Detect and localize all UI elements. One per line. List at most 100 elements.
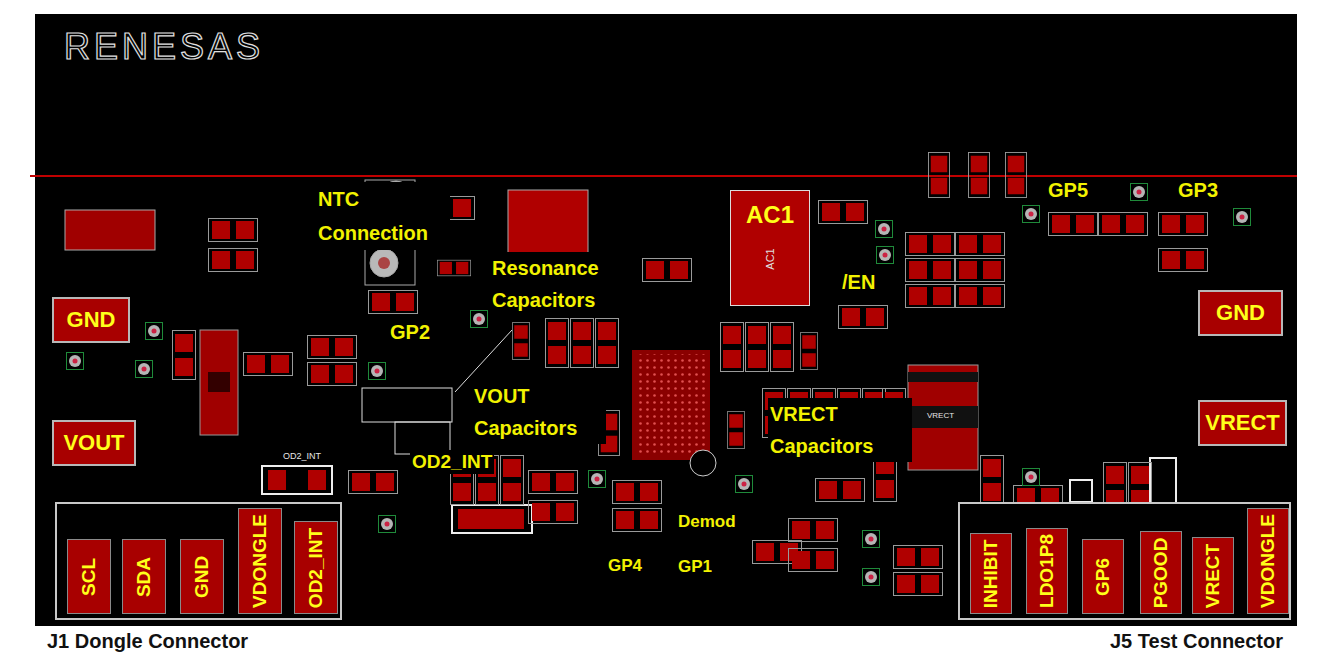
test-connector: J5 Test ConnectorINHIBITLDO1P8GP6PGOODVR…: [958, 502, 1291, 620]
connector-pin: SCL: [67, 539, 111, 614]
pad-pair: [906, 233, 955, 256]
pad-pair: [596, 319, 619, 368]
pad-pair: [721, 323, 744, 372]
via: [589, 471, 606, 488]
pad-pair: [1049, 213, 1098, 236]
board: [35, 14, 1297, 626]
signal-label: OD2_INT: [410, 450, 494, 474]
logo-text: RENESAS: [62, 24, 266, 69]
pad-pair: [173, 331, 196, 380]
outline: [1070, 480, 1092, 502]
pad-label: GND: [1216, 300, 1265, 326]
pad-pair: [613, 509, 662, 532]
connector-pin: LDO1P8: [1026, 528, 1068, 614]
gnd-pad: GND: [1198, 290, 1283, 336]
group-label: VOUT Capacitors: [472, 380, 606, 444]
pad-pair: [819, 201, 868, 224]
pad-label: GND: [67, 307, 116, 333]
via: [1234, 209, 1251, 226]
pin-label: VDONGLE: [1257, 514, 1279, 608]
pad: [308, 470, 326, 490]
connector-caption: J5 Test Connector: [1110, 630, 1283, 653]
pad-pair: [789, 519, 838, 542]
pad-pair: [906, 285, 955, 308]
via: [1131, 184, 1148, 201]
pad-pair: [894, 546, 943, 569]
group-label: VRECT Capacitors: [768, 398, 912, 462]
pad-pair: [244, 353, 293, 376]
pin-label: VRECT: [1202, 543, 1224, 607]
inductor-band: [908, 372, 978, 382]
via: [863, 569, 880, 586]
via: [863, 531, 880, 548]
outline: [362, 388, 452, 422]
ferrite-mark: [208, 372, 230, 392]
pad-pair: [308, 336, 357, 359]
test-point-label: GP1: [676, 556, 714, 577]
pin-label: PGOOD: [1150, 537, 1172, 608]
pad-pair: [1005, 153, 1026, 198]
pad-pair: [928, 153, 949, 198]
pad-pair: [956, 285, 1005, 308]
pad-pair: [529, 501, 578, 524]
pad-pair: [1159, 249, 1208, 272]
pad-pair: [1099, 213, 1148, 236]
pad-pair: [209, 249, 258, 272]
pin-label: SCL: [78, 558, 100, 596]
via: [471, 311, 488, 328]
silkscreen-text: AC1: [764, 249, 776, 270]
connector-pin: GP6: [1082, 539, 1124, 614]
via: [136, 361, 153, 378]
pad-pair: [613, 481, 662, 504]
pad-label: AC1: [731, 201, 809, 229]
pin1-marker: [690, 450, 716, 476]
pin-label: GND: [191, 555, 213, 597]
pad-pair: [209, 219, 258, 242]
signal-label: /EN: [840, 270, 877, 295]
pad-pair: [643, 259, 692, 282]
pad-pair: [1159, 213, 1208, 236]
connector-pin: VDONGLE: [238, 508, 282, 614]
test-point-label: GP3: [1176, 178, 1220, 203]
silkscreen-text: OD2_INT: [281, 451, 323, 462]
pad-pair: [839, 306, 888, 329]
via: [379, 516, 396, 533]
via: [369, 363, 386, 380]
ntc-hole: [370, 249, 398, 277]
ic-chip: [632, 350, 710, 460]
group-label: Resonance Capacitors: [490, 252, 634, 316]
pin-label: INHIBIT: [980, 539, 1002, 608]
test-point-label: GP2: [388, 320, 432, 345]
connector-caption: J1 Dongle Connector: [47, 630, 248, 653]
vrect-pad: VRECT: [1198, 400, 1287, 446]
connector-pin: OD2_INT: [294, 521, 338, 614]
connector-pin: VRECT: [1192, 537, 1234, 614]
inductor-band: [908, 406, 978, 428]
pad-pair: [956, 233, 1005, 256]
pad-pair: [956, 259, 1005, 282]
ac1-component: AC1AC1: [730, 190, 810, 306]
test-point-label: GP4: [606, 555, 644, 576]
connector-pin: VDONGLE: [1247, 508, 1289, 614]
test-point-label: GP5: [1046, 178, 1090, 203]
pad-pair: [968, 153, 989, 198]
pin-label: LDO1P8: [1036, 534, 1058, 608]
pad-pair: [308, 363, 357, 386]
silkscreen-text: VRECT: [925, 411, 956, 421]
via: [146, 323, 163, 340]
via: [67, 353, 84, 370]
pad: [268, 470, 286, 490]
pad-pair: [369, 291, 418, 314]
outline: [1150, 458, 1176, 508]
via: [736, 476, 753, 493]
ntc-hole: [378, 257, 390, 269]
pad-pair: [501, 456, 524, 505]
ferrite: [200, 330, 238, 435]
pad-pair: [727, 412, 744, 449]
via: [1023, 206, 1040, 223]
pad-label: VOUT: [63, 430, 124, 456]
pad: [458, 509, 524, 529]
vout-pad: VOUT: [52, 420, 136, 466]
pad-pair: [789, 549, 838, 572]
